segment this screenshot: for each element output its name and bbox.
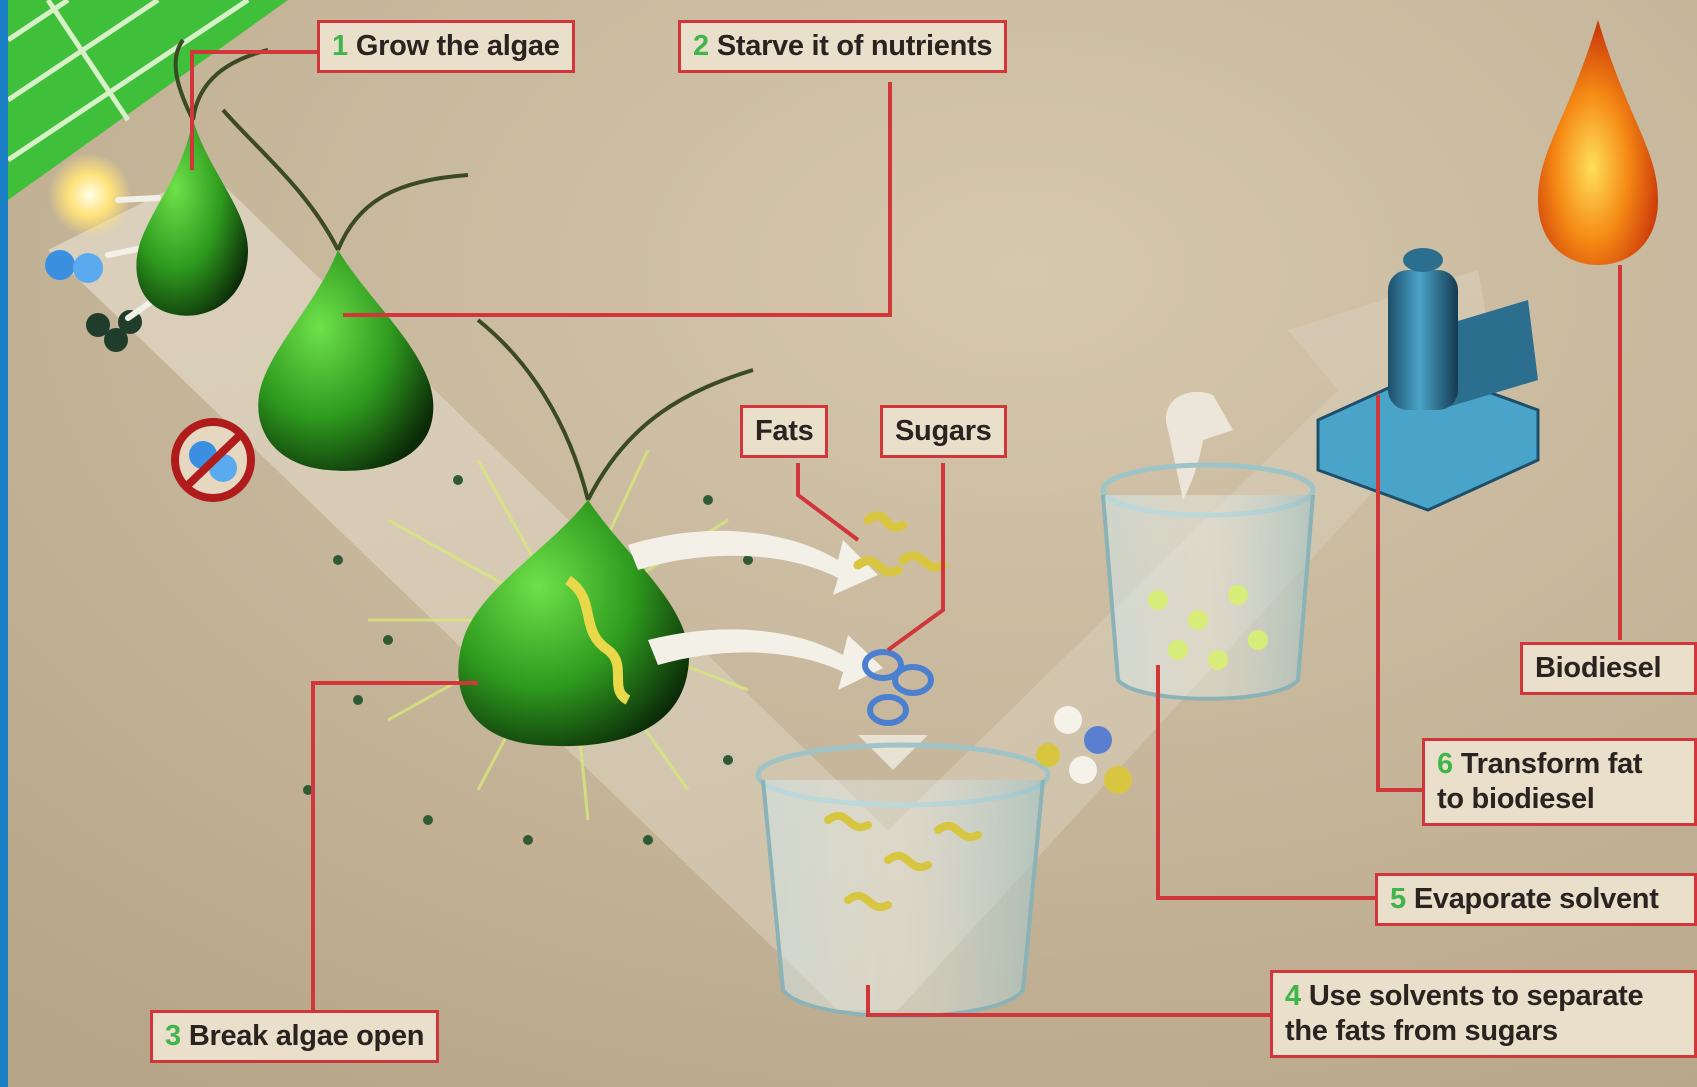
step-4-label: 4Use solvents to separate the fats from … [1270,970,1697,1058]
biodiesel-label: Biodiesel [1520,642,1697,695]
step-2-label: 2Starve it of nutrients [678,20,1007,73]
step-6-text-line1: Transform fat [1461,748,1642,780]
step-1-text: Grow the algae [356,30,560,62]
beaker-icon [758,745,1048,1016]
step-1-number: 1 [332,30,348,62]
step-6-text-line2: to biodiesel [1437,782,1682,817]
step-3-number: 3 [165,1020,181,1052]
sugars-text: Sugars [895,415,992,447]
step-3-label: 3Break algae open [150,1010,439,1063]
biodiesel-text: Biodiesel [1535,652,1661,684]
step-6-number: 6 [1437,748,1453,780]
step-5-number: 5 [1390,883,1406,915]
step-1-label: 1Grow the algae [317,20,575,73]
sugars-label: Sugars [880,405,1007,458]
step-4-number: 4 [1285,980,1301,1012]
step-2-number: 2 [693,30,709,62]
step-5-text: Evaporate solvent [1414,883,1659,915]
step-5-label: 5Evaporate solvent [1375,873,1697,926]
step-4-text-line2: the fats from sugars [1285,1014,1682,1049]
step-6-label: 6Transform fat to biodiesel [1422,738,1697,826]
sun-icon [48,153,132,237]
step-2-text: Starve it of nutrients [717,30,992,62]
step-4-text-line1: Use solvents to separate [1309,980,1644,1012]
no-nutrients-icon [175,422,251,498]
step-3-text: Break algae open [189,1020,424,1052]
fats-label: Fats [740,405,828,458]
fats-text: Fats [755,415,813,447]
